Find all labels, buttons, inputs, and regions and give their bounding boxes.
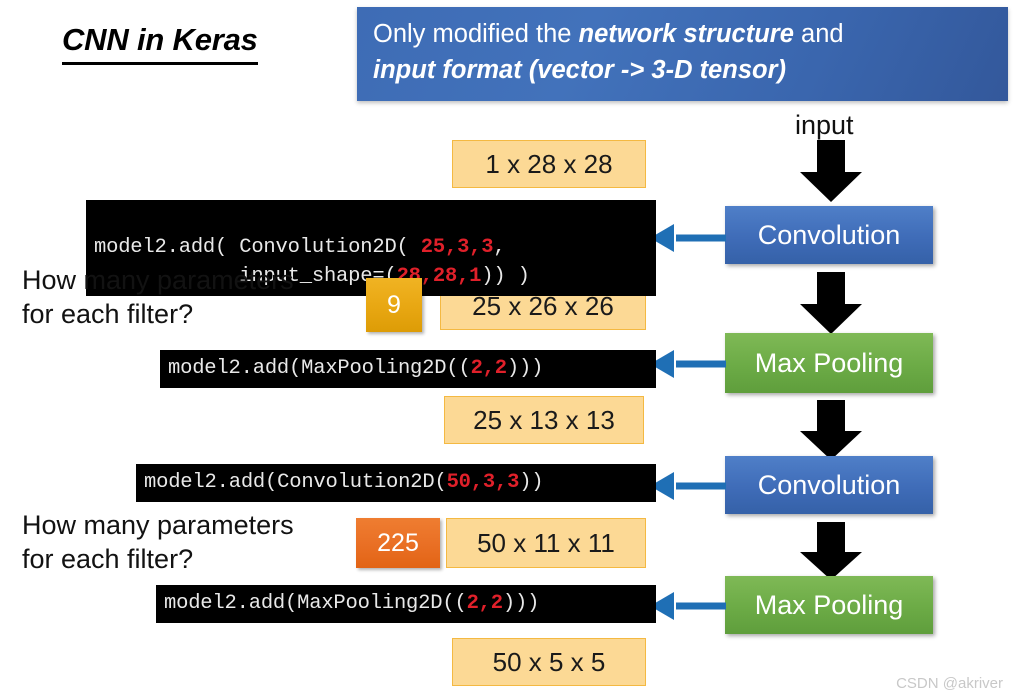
code-text: ))) (502, 592, 540, 615)
param-badge-1: 9 (366, 278, 422, 332)
banner-line1-post: and (793, 20, 844, 48)
flow-block-convolution-1[interactable]: Convolution (725, 206, 933, 264)
param-badge-2: 225 (356, 518, 440, 568)
connector-arrow-conv2 (650, 472, 726, 500)
code-block-maxpooling-2[interactable]: model2.add(MaxPooling2D((2,2))) (156, 585, 656, 624)
shape-box-label: 1 x 28 x 28 (485, 148, 613, 179)
down-arrow-icon-3 (800, 400, 862, 460)
shape-box-label: 50 x 5 x 5 (492, 646, 606, 677)
flow-block-label: Convolution (757, 219, 901, 250)
shape-box-label: 50 x 11 x 11 (477, 527, 615, 558)
down-arrow-icon-1 (800, 140, 862, 202)
code-block-convolution-2[interactable]: model2.add(Convolution2D(50,3,3)) (136, 464, 656, 503)
flow-block-label: Max Pooling (754, 347, 904, 378)
connector-arrow-conv1 (650, 224, 726, 252)
code-block-maxpooling-1[interactable]: model2.add(MaxPooling2D((2,2))) (160, 350, 656, 389)
code-text: model2.add(MaxPooling2D(( (164, 592, 467, 615)
input-label: input (795, 110, 854, 140)
code-number: 2,2 (470, 357, 508, 380)
code-text: input_shape= (94, 265, 385, 289)
flow-block-label: Convolution (757, 469, 901, 500)
question-text-1: How many parameters for each filter? (22, 265, 294, 330)
question-text-2: How many parameters for each filter? (22, 510, 294, 575)
shape-box-after-pool2: 50 x 5 x 5 (452, 638, 646, 686)
page-title: CNN in Keras (62, 22, 258, 65)
banner-line1-emphasis: network structure (578, 20, 794, 48)
param-badge-value: 225 (377, 528, 419, 557)
flow-block-convolution-2[interactable]: Convolution (725, 456, 933, 514)
flow-block-label: Max Pooling (754, 589, 904, 620)
code-text: )) (519, 471, 544, 494)
shape-box-after-pool1: 25 x 13 x 13 (444, 396, 644, 444)
code-text: model2.add(Convolution2D( (144, 471, 447, 494)
shape-box-after-conv2: 50 x 11 x 11 (446, 518, 646, 568)
code-block-convolution-1[interactable]: model2.add( Convolution2D( 25,3,3, input… (86, 200, 656, 297)
flow-block-max-pooling-1[interactable]: Max Pooling (725, 333, 933, 393)
header-banner: Only modified the network structure and … (357, 7, 1008, 101)
banner-line1-pre: Only modified the (373, 20, 579, 48)
connector-arrow-pool1 (650, 350, 726, 378)
code-line-1: model2.add( Convolution2D( 25,3,3, (94, 236, 506, 259)
shape-box-label: 25 x 13 x 13 (473, 404, 615, 435)
down-arrow-icon-4 (800, 522, 862, 580)
shape-box-input: 1 x 28 x 28 (452, 140, 646, 188)
code-number: 25,3,3 (420, 236, 494, 260)
flow-block-max-pooling-2[interactable]: Max Pooling (725, 576, 933, 634)
code-text: model2.add(MaxPooling2D(( (168, 357, 471, 380)
banner-line-2: input format (vector -> 3-D tensor) (373, 56, 786, 85)
code-text: model2.add( Convolution2D( (94, 236, 421, 260)
param-badge-value: 9 (387, 290, 401, 319)
connector-arrow-pool2 (650, 592, 726, 620)
code-text: ))) (506, 357, 544, 380)
code-number: 50,3,3 (446, 471, 520, 494)
code-text: )) ) (481, 265, 530, 289)
down-arrow-icon-2 (800, 272, 862, 334)
watermark-text: CSDN @akriver (896, 675, 1003, 692)
code-text: , (493, 236, 506, 260)
code-number: 2,2 (466, 592, 504, 615)
banner-line-1: Only modified the network structure and (373, 16, 994, 52)
